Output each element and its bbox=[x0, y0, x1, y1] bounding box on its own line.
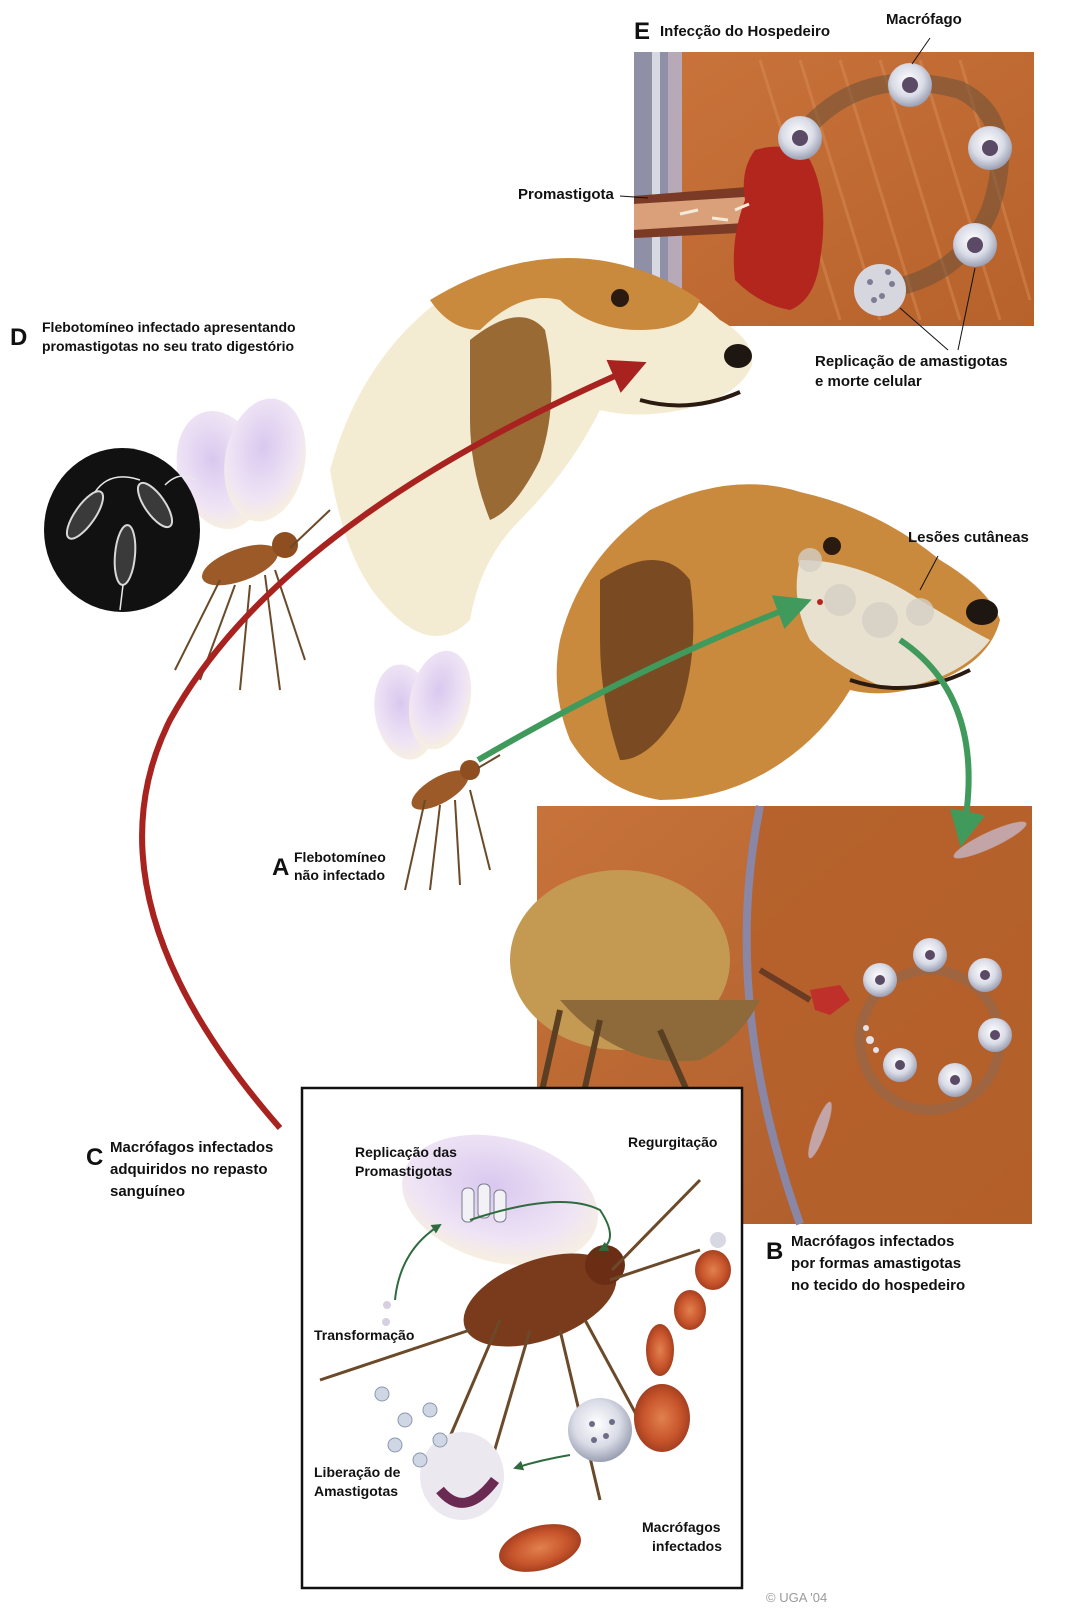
panel-d-letter: D bbox=[10, 326, 27, 350]
panel-c-text-line2: adquiridos no repasto bbox=[110, 1160, 268, 1179]
regurgitation-label: Regurgitação bbox=[628, 1133, 717, 1151]
panel-e-letter: E bbox=[634, 20, 650, 44]
promastigote-replication-label-line1: Replicação das bbox=[355, 1143, 457, 1161]
panel-a-text-line2: não infectado bbox=[294, 866, 385, 885]
panel-b-text-line3: no tecido do hospedeiro bbox=[791, 1276, 965, 1295]
panel-a-letter: A bbox=[272, 856, 289, 880]
panel-c-text-line1: Macrófagos infectados bbox=[110, 1138, 273, 1157]
infected-macrophages-label-line1: Macrófagos bbox=[642, 1518, 721, 1536]
panel-c-text-line3: sanguíneo bbox=[110, 1182, 185, 1201]
promastigote-label: Promastigota bbox=[518, 185, 614, 204]
amastigote-release-label-line1: Liberação de bbox=[314, 1463, 400, 1481]
infected-macrophages-label-line2: infectados bbox=[652, 1537, 722, 1555]
uninfected-sandfly-a bbox=[367, 645, 500, 890]
panel-e-title: Infecção do Hospedeiro bbox=[660, 22, 830, 41]
panel-d-text-line1: Flebotomíneo infectado apresentando bbox=[42, 318, 296, 337]
panel-e-host-infection bbox=[634, 52, 1034, 326]
promastigote-replication-label-line2: Promastigotas bbox=[355, 1162, 452, 1180]
amastigote-release-label-line2: Amastigotas bbox=[314, 1482, 398, 1500]
promastigote-microscope-inset bbox=[44, 448, 200, 612]
panel-b-text-line1: Macrófagos infectados bbox=[791, 1232, 954, 1251]
transformation-label: Transformação bbox=[314, 1326, 414, 1344]
copyright-signature: © UGA '04 bbox=[766, 1590, 827, 1605]
amastigote-replication-label-line1: Replicação de amastigotas bbox=[815, 352, 1008, 371]
panel-b-letter: B bbox=[766, 1240, 783, 1264]
panel-a-text-line1: Flebotomíneo bbox=[294, 848, 386, 867]
panel-c-letter: C bbox=[86, 1146, 103, 1170]
macrophage-label: Macrófago bbox=[886, 10, 962, 29]
amastigote-replication-label-line2: e morte celular bbox=[815, 372, 922, 391]
panel-b-text-line2: por formas amastigotas bbox=[791, 1254, 961, 1273]
panel-d-text-line2: promastigotas no seu trato digestório bbox=[42, 337, 294, 356]
skin-lesions-label: Lesões cutâneas bbox=[908, 528, 1029, 547]
